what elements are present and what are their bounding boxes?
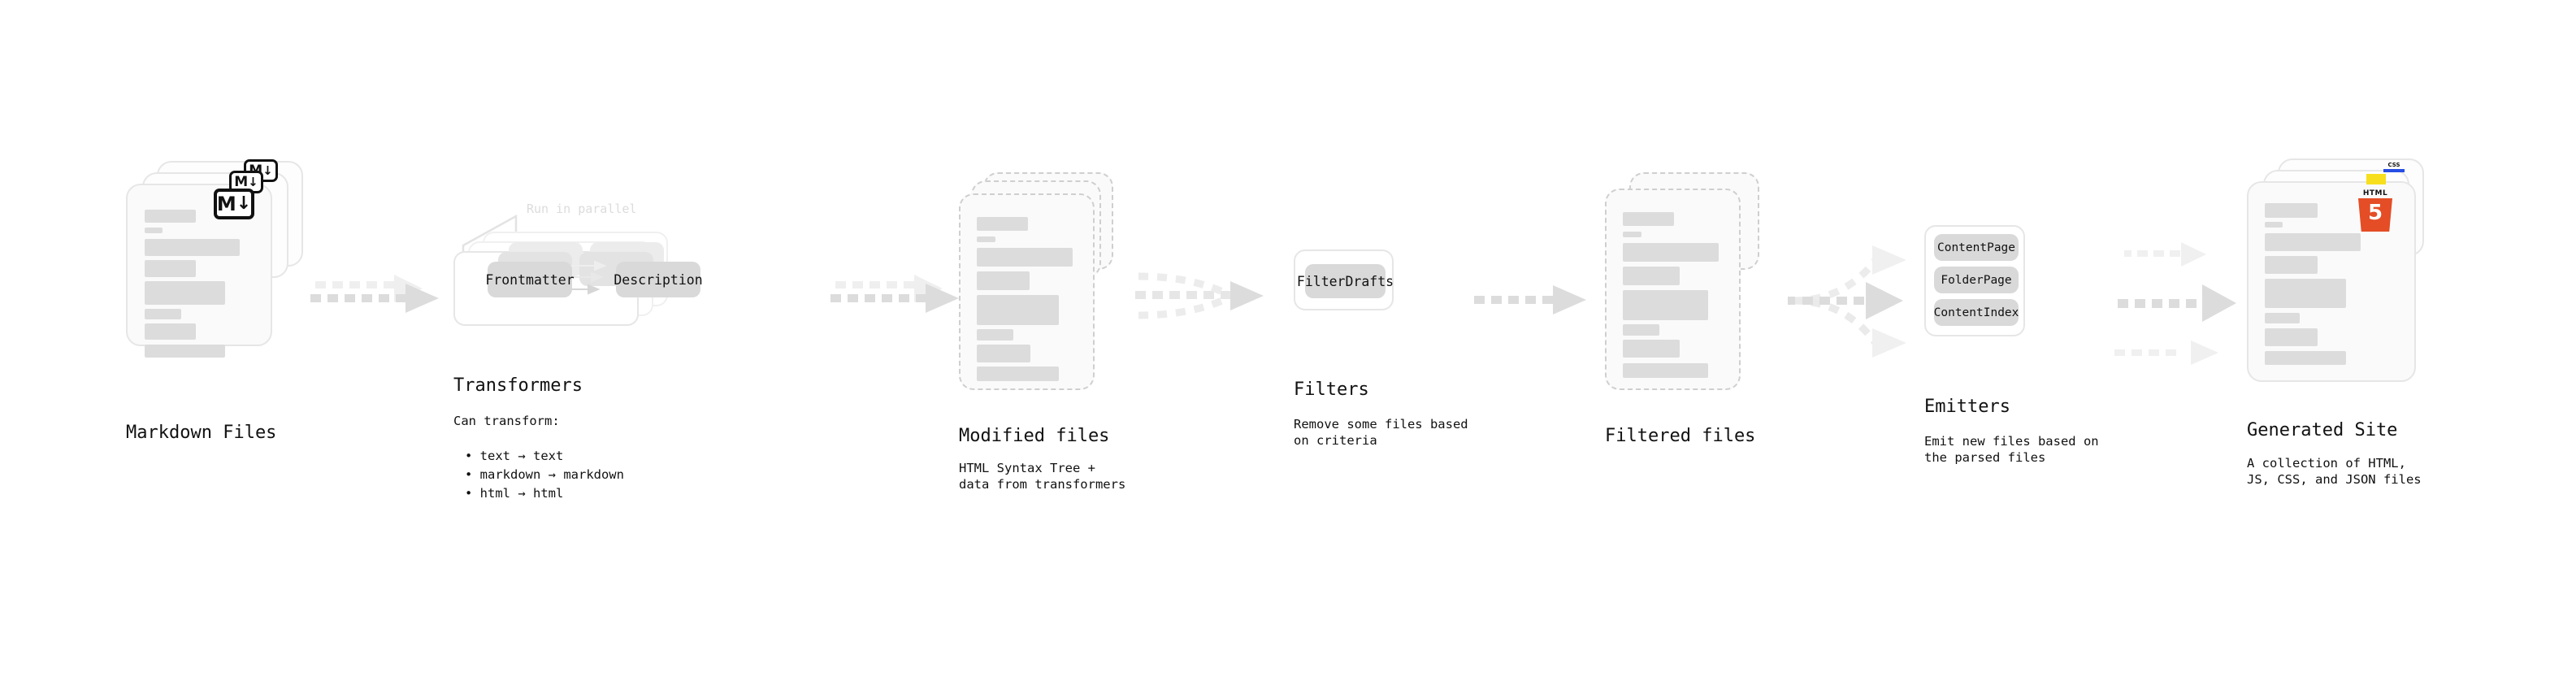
emitters-title: Emitters xyxy=(1924,397,2010,417)
skeleton-bar xyxy=(977,248,1073,267)
emitter-chip-contentindex[interactable]: ContentIndex xyxy=(1934,299,2019,326)
css-icon-bar xyxy=(2383,169,2405,172)
generated-site-title: Generated Site xyxy=(2247,420,2398,440)
skeleton-bar xyxy=(977,236,995,242)
skeleton-bar xyxy=(2265,233,2361,251)
emitter-chip-contentpage[interactable]: ContentPage xyxy=(1934,234,2019,261)
run-in-parallel-label: Run in parallel xyxy=(527,202,637,216)
arrow-emitters-to-site xyxy=(2114,242,2236,365)
modified-files-title: Modified files xyxy=(959,426,1110,446)
markdown-icon: M ↓ xyxy=(214,189,254,219)
skeleton-bar xyxy=(1623,212,1674,226)
skeleton-bar xyxy=(1623,363,1708,378)
filters-box: FilterDrafts xyxy=(1294,249,1394,310)
markdown-icon-letter: M xyxy=(216,193,236,215)
skeleton-bar xyxy=(1623,267,1680,285)
html5-icon-label: HTML xyxy=(2362,189,2388,197)
skeleton-bar xyxy=(977,367,1059,381)
generated-file-card-front xyxy=(2247,181,2416,382)
html5-icon: HTML xyxy=(2357,189,2394,232)
filtered-file-card-front xyxy=(1605,189,1741,390)
skeleton-bar xyxy=(1623,324,1659,336)
skeleton-bar xyxy=(2265,203,2318,218)
skeleton-bar xyxy=(977,295,1059,325)
transformers-subtitle: Can transform: xyxy=(453,414,560,428)
skeleton-bar xyxy=(145,281,225,305)
transformer-internal-arrows xyxy=(561,260,607,295)
markdown-icon-arrow: ↓ xyxy=(236,193,252,214)
skeleton-bar xyxy=(977,217,1028,231)
emitters-box: ContentPage FolderPage ContentIndex xyxy=(1924,225,2025,336)
arrow-markdown-to-transformers xyxy=(310,275,439,313)
skeleton-bar xyxy=(1623,290,1708,320)
filters-subtitle: Remove some files based on criteria xyxy=(1294,417,1468,449)
skeleton-bar xyxy=(145,345,225,358)
markdown-files-title: Markdown Files xyxy=(126,423,277,443)
skeleton-bar xyxy=(2265,279,2346,308)
css-icon: CSS xyxy=(2383,161,2405,172)
transformer-chip-description[interactable]: Description xyxy=(614,262,703,297)
skeleton-bar xyxy=(1623,243,1719,262)
markdown-file-card-front xyxy=(126,184,272,358)
filters-title: Filters xyxy=(1294,380,1369,400)
js-icon xyxy=(2366,174,2386,184)
transformer-chip-frontmatter[interactable]: Frontmatter xyxy=(485,262,575,297)
skeleton-bar xyxy=(2265,222,2283,228)
skeleton-bar xyxy=(145,309,181,319)
skeleton-bar xyxy=(145,228,163,233)
emitter-chip-folderpage[interactable]: FolderPage xyxy=(1934,267,2019,293)
skeleton-bar xyxy=(145,260,196,277)
skeleton-bar xyxy=(1623,232,1641,237)
transformers-bullet-2: • html → html xyxy=(465,486,564,501)
html5-icon-shield xyxy=(2358,198,2392,232)
skeleton-bar xyxy=(977,271,1030,290)
skeleton-bar xyxy=(2265,351,2346,365)
skeleton-bar xyxy=(977,329,1013,340)
skeleton-bar xyxy=(2265,256,2318,274)
emitters-subtitle: Emit new files based on the parsed files xyxy=(1924,434,2099,466)
modified-file-card-front xyxy=(959,193,1095,390)
transformers-title: Transformers xyxy=(453,375,583,396)
skeleton-bar xyxy=(2265,313,2300,323)
skeleton-bar xyxy=(145,210,196,223)
skeleton-bar xyxy=(145,323,196,340)
filter-chip-filterdrafts[interactable]: FilterDrafts xyxy=(1297,264,1394,298)
arrow-modified-to-filters xyxy=(1135,272,1264,319)
modified-files-subtitle: HTML Syntax Tree + data from transformer… xyxy=(959,461,1126,492)
transformers-bullet-0: • text → text xyxy=(465,449,564,464)
skeleton-bar xyxy=(145,239,240,256)
bullet-dot: • xyxy=(465,467,480,483)
filtered-files-title: Filtered files xyxy=(1605,426,1756,446)
bullet-dot: • xyxy=(465,486,480,501)
skeleton-bar xyxy=(977,345,1030,362)
arrow-transformers-to-modified xyxy=(830,275,959,313)
skeleton-bar xyxy=(1623,340,1680,358)
arrow-filters-to-filtered xyxy=(1474,285,1586,314)
css-icon-label: CSS xyxy=(2387,162,2400,168)
bullet-dot: • xyxy=(465,449,480,464)
skeleton-bar xyxy=(2265,328,2318,346)
generated-site-subtitle: A collection of HTML, JS, CSS, and JSON … xyxy=(2247,456,2422,488)
transformers-bullet-1: • markdown → markdown xyxy=(465,467,624,483)
arrow-filtered-to-emitters xyxy=(1788,245,1906,358)
